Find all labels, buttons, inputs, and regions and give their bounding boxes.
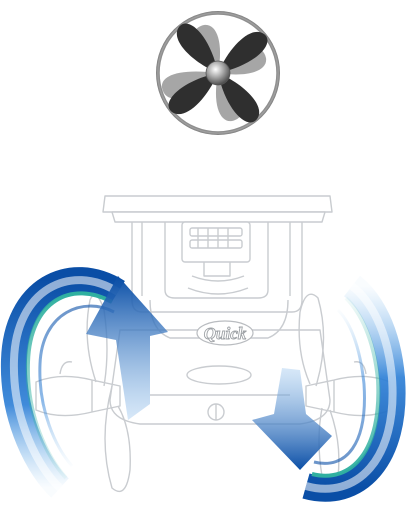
quick-logo: Quick: [197, 321, 253, 345]
propeller-hub: [206, 61, 230, 85]
quick-logo-text: Quick: [204, 324, 247, 343]
propeller-icon: [156, 11, 280, 135]
